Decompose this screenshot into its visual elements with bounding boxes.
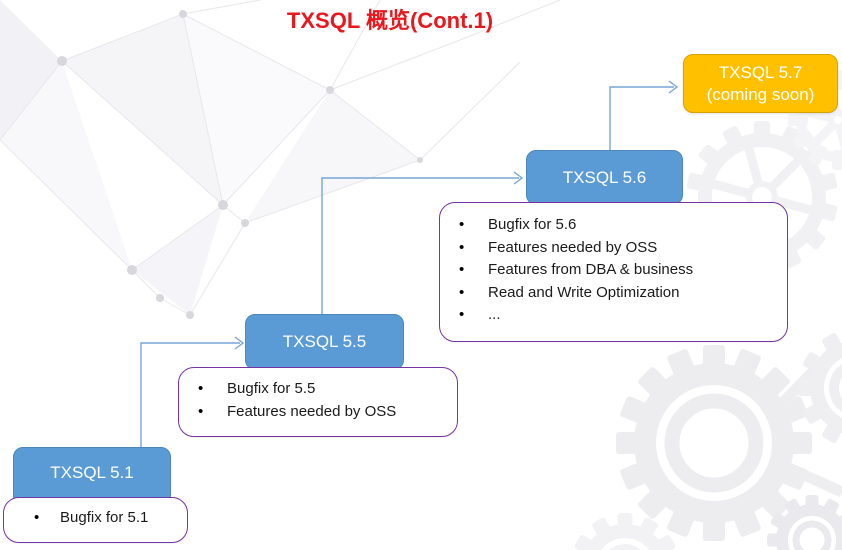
version-node-label: TXSQL 5.5 xyxy=(282,332,367,351)
connector-55-to-56 xyxy=(321,177,519,314)
note-item: Read and Write Optimization xyxy=(440,282,777,305)
arrowhead-57 xyxy=(668,80,679,94)
mesh-decor xyxy=(0,0,561,319)
version-node-5-6: TXSQL 5.6 xyxy=(526,150,683,205)
gear-icon xyxy=(616,345,812,541)
gear-icon xyxy=(574,513,676,550)
notes-list-5-6: Bugfix for 5.6 Features needed by OSS Fe… xyxy=(440,214,777,327)
arrowhead-55 xyxy=(234,336,245,350)
connector-51-to-55 xyxy=(140,342,240,447)
version-node-5-5: TXSQL 5.5 xyxy=(245,314,404,370)
version-node-sublabel: (coming soon) xyxy=(706,84,815,104)
notes-card-5-1: Bugfix for 5.1 xyxy=(3,497,188,543)
gear-icon xyxy=(788,70,842,170)
note-item: ... xyxy=(440,304,777,327)
arrowhead-56 xyxy=(513,171,524,185)
version-node-label: TXSQL 5.7 xyxy=(718,62,803,82)
note-item: Features needed by OSS xyxy=(440,237,777,260)
note-item: Features needed by OSS xyxy=(179,401,449,424)
notes-card-5-5: Bugfix for 5.5 Features needed by OSS xyxy=(178,367,458,437)
note-item: Bugfix for 5.1 xyxy=(4,507,181,530)
note-item: Bugfix for 5.6 xyxy=(440,214,777,237)
note-item: Features from DBA & business xyxy=(440,259,777,282)
version-node-label: TXSQL 5.6 xyxy=(562,168,647,187)
gear-icon xyxy=(798,333,842,443)
notes-card-5-6: Bugfix for 5.6 Features needed by OSS Fe… xyxy=(439,202,788,342)
version-node-5-7: TXSQL 5.7 (coming soon) xyxy=(683,54,838,113)
notes-list-5-5: Bugfix for 5.5 Features needed by OSS xyxy=(179,378,449,423)
version-node-label: TXSQL 5.1 xyxy=(50,463,134,482)
slide-title: TXSQL 概览(Cont.1) xyxy=(286,8,494,33)
note-item: Bugfix for 5.5 xyxy=(179,378,449,401)
version-node-5-1: TXSQL 5.1 xyxy=(13,447,171,505)
notes-list-5-1: Bugfix for 5.1 xyxy=(4,507,181,530)
connector-56-to-57 xyxy=(609,86,674,150)
